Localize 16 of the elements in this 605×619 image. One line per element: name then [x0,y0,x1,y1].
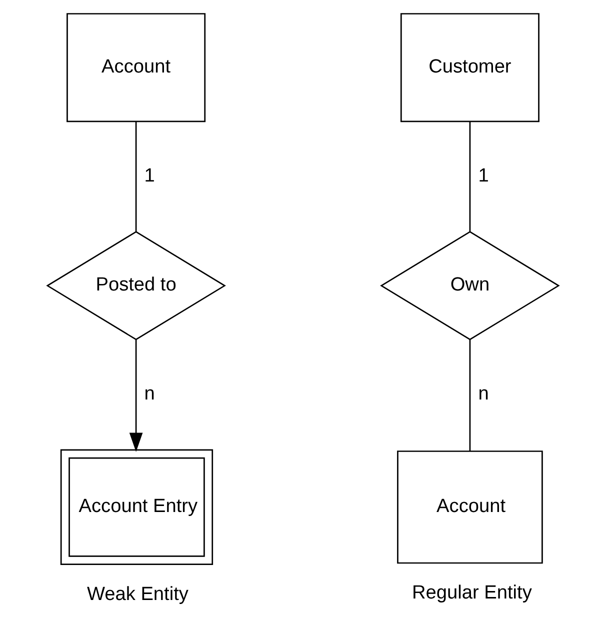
arrow [128,340,142,452]
node-label: Weak Entity [86,584,188,606]
connector [468,122,470,232]
connector [468,340,470,452]
node-box: Customer [400,13,539,122]
edge-label: 1 [478,166,488,187]
node-label: Regular Entity [412,582,532,604]
node-box: Account Entry [60,449,213,566]
edge-label: 1 [144,166,154,187]
connector [134,122,136,232]
node-box: Account [66,13,206,122]
edge-label: n [478,384,488,405]
node-box: Account [396,450,542,564]
edge-label: n [144,384,154,405]
node-diamond: Posted to [46,231,226,340]
node-diamond: Own [380,231,560,340]
